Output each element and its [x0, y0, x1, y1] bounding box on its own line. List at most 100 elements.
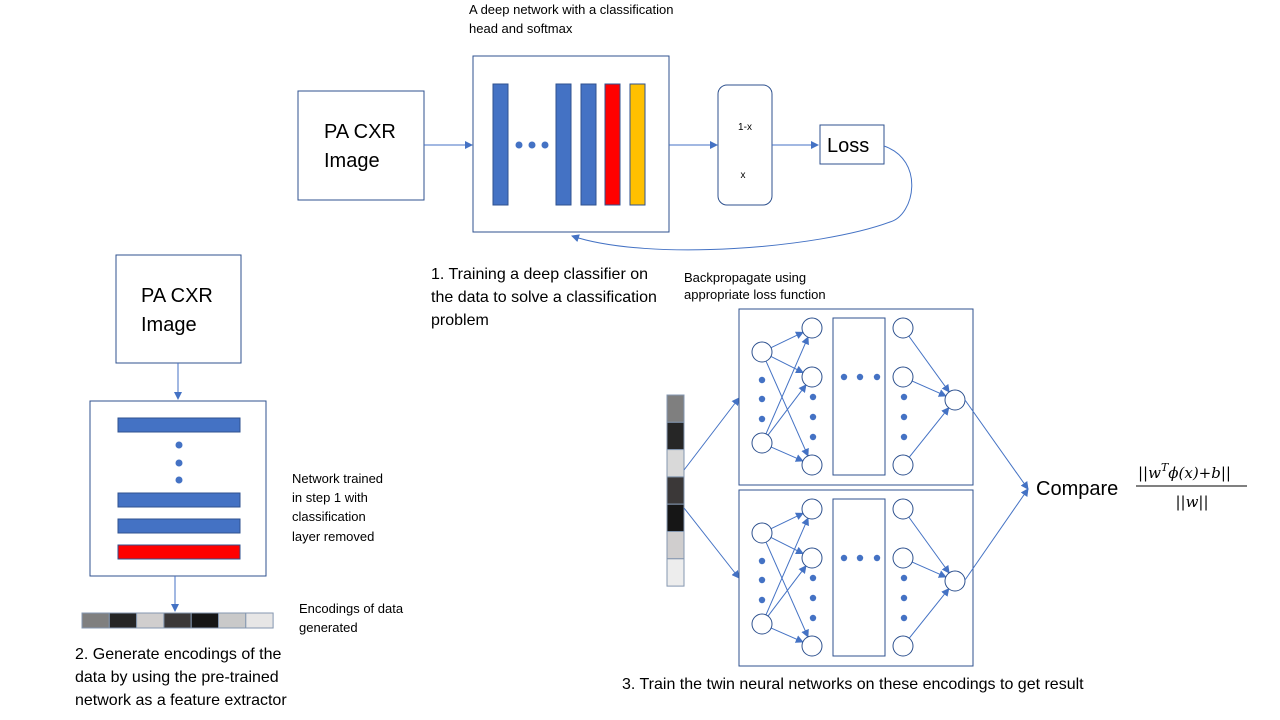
neuron-node [944, 389, 966, 411]
ellipsis-dot [809, 393, 817, 401]
encoding-cell [190, 612, 219, 629]
softmax-output-top: 1-x [738, 122, 752, 133]
step2-caption-line2: data by using the pre-trained [75, 669, 279, 686]
step1-input-label-line2: Image [324, 150, 380, 172]
encodings-caption-line2: generated [299, 620, 358, 635]
ellipsis-dot [900, 594, 908, 602]
network-edge [767, 384, 807, 436]
network-edge [911, 561, 947, 578]
encoding-cell [666, 558, 685, 587]
ellipsis-dot [758, 576, 766, 584]
network-edge [908, 516, 950, 574]
step2-input-label-line1: PA CXR [141, 285, 213, 307]
softmax-output-box [717, 84, 773, 206]
network-edge [770, 446, 804, 462]
arrow-twin-top-to-compare [964, 399, 1029, 490]
network-edge [767, 565, 807, 617]
step1-section: A deep network with a classification hea… [297, 2, 913, 329]
ellipsis-dot [809, 594, 817, 602]
formula-numerator-part1: ||w [1138, 464, 1161, 482]
formula-numerator-part2: ϕ(x)+b|| [1168, 464, 1231, 482]
ellipsis-dot [758, 557, 766, 565]
network-edge [765, 336, 809, 435]
encoding-cell [666, 394, 685, 423]
twin-network-top [738, 308, 974, 486]
neuron-node [944, 570, 966, 592]
ellipsis-dot [900, 614, 908, 622]
neuron-node [801, 317, 823, 339]
twin-network-bottom [738, 489, 974, 667]
ellipsis-dot [900, 574, 908, 582]
backprop-caption-line2: appropriate loss function [684, 287, 826, 302]
step3-caption: 3. Train the twin neural networks on the… [622, 676, 1084, 693]
extractor-layer-bar [117, 417, 241, 433]
formula-numerator: ||wTϕ(x)+b|| [1138, 461, 1231, 482]
step1-network-caption-line2: head and softmax [469, 21, 573, 36]
step2-network-caption-line2: in step 1 with [292, 490, 368, 505]
ellipsis-dot [809, 574, 817, 582]
backprop-caption-line1: Backpropagate using [684, 270, 806, 285]
encoding-cell [666, 421, 685, 451]
ellipsis-dot [900, 393, 908, 401]
step2-network-caption-line3: classification [292, 509, 366, 524]
loss-label: Loss [827, 135, 869, 157]
extractor-layer-bar [117, 518, 241, 534]
arrow-encoding-to-twin-top [683, 397, 740, 471]
encoding-cell [666, 476, 685, 505]
ellipsis-dot [758, 395, 766, 403]
network-edge [765, 541, 809, 638]
network-edge [911, 380, 947, 397]
network-edge [908, 588, 950, 639]
network-edge [770, 512, 804, 530]
encoding-cell [666, 531, 685, 560]
ellipsis-dot [175, 441, 183, 449]
step2-network-caption-line4: layer removed [292, 529, 374, 544]
step1-input-image-box [297, 90, 425, 201]
step1-caption-line1: 1. Training a deep classifier on [431, 266, 648, 283]
step2-caption-line3: network as a feature extractor [75, 692, 287, 709]
network-edge [765, 517, 809, 616]
extractor-layer-bar [117, 492, 241, 508]
encodings-caption-line1: Encodings of data [299, 601, 404, 616]
network-edge [765, 360, 809, 457]
ellipsis-dot [840, 554, 848, 562]
ellipsis-dot [873, 554, 881, 562]
ellipsis-dot [541, 141, 549, 149]
neuron-node [801, 498, 823, 520]
ellipsis-dot [175, 459, 183, 467]
ellipsis-dot [856, 373, 864, 381]
softmax-layer-bar [629, 83, 646, 206]
neuron-node [801, 454, 823, 476]
ellipsis-dot [175, 476, 183, 484]
encoding-vector-horizontal [81, 612, 274, 629]
step1-caption-line2: the data to solve a classification [431, 289, 657, 306]
ellipsis-dot [758, 596, 766, 604]
step2-input-label-line2: Image [141, 314, 197, 336]
encoding-cell [218, 612, 247, 629]
network-edge [770, 331, 804, 349]
network-edge [770, 356, 804, 373]
network-edge [770, 537, 804, 554]
network-layer-bar [580, 83, 597, 206]
ellipsis-dot [873, 373, 881, 381]
step1-caption-line3: problem [431, 312, 489, 329]
neuron-node [892, 317, 914, 339]
arrow-encoding-to-twin-bottom [683, 507, 740, 579]
ellipsis-dot [840, 373, 848, 381]
neuron-node [751, 341, 773, 363]
extractor-layer-bar-red [117, 544, 241, 560]
ellipsis-dot [758, 376, 766, 384]
softmax-output-bottom: x [741, 170, 746, 181]
neuron-node [892, 366, 914, 388]
neuron-node [892, 454, 914, 476]
step1-network-caption-line1: A deep network with a classification [469, 2, 674, 17]
neuron-node [751, 613, 773, 635]
neuron-node [801, 366, 823, 388]
distance-formula: ||wTϕ(x)+b|| ||w|| [1136, 461, 1247, 511]
compare-label: Compare [1036, 478, 1118, 500]
network-layer-bar [555, 83, 572, 206]
ellipsis-dot [515, 141, 523, 149]
network-edge [908, 407, 950, 458]
encoding-vector-vertical [666, 394, 685, 587]
